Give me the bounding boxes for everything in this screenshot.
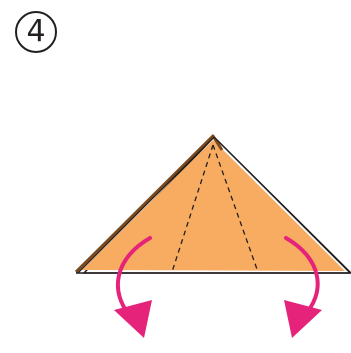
fold-arrow-right-head [284,300,322,338]
fold-arrow-left-head [114,300,152,338]
